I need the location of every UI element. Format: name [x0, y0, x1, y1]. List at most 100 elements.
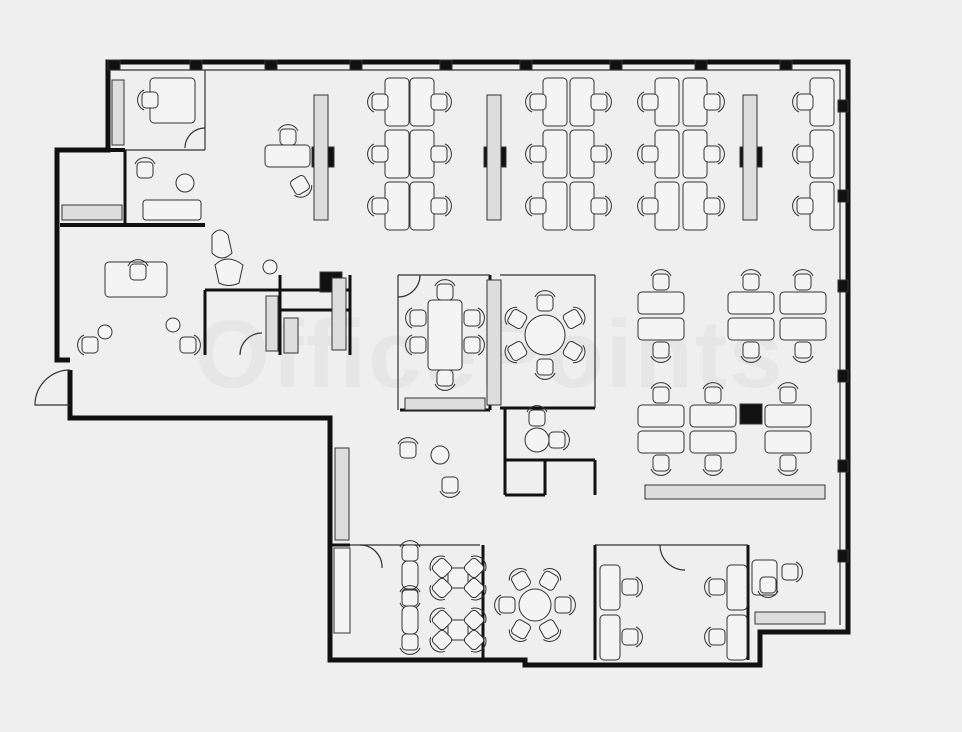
chair-icon: [637, 143, 659, 165]
chair-icon: [792, 91, 814, 113]
desk: [654, 129, 680, 179]
chair-icon: [429, 607, 453, 631]
desk: [542, 181, 568, 231]
chair-icon: [463, 629, 487, 653]
desk: [809, 77, 835, 127]
chair-icon: [792, 195, 814, 217]
sculpture: [214, 258, 244, 286]
table: [447, 567, 469, 589]
bar-table: [401, 560, 419, 590]
storage-cabinet: [486, 94, 502, 221]
side-table: [175, 173, 195, 193]
chair-icon: [77, 334, 99, 356]
chair-icon: [463, 307, 485, 329]
chair-icon: [792, 143, 814, 165]
door-icon: [359, 544, 383, 569]
desk: [727, 317, 775, 341]
pier: [439, 59, 453, 71]
chair-icon: [494, 594, 516, 616]
chair-icon: [429, 577, 453, 601]
desk: [599, 564, 621, 611]
chair-icon: [637, 195, 659, 217]
chair-icon: [367, 91, 389, 113]
storage-cabinet: [331, 277, 347, 351]
chair-icon: [650, 269, 672, 291]
chair-icon: [463, 577, 487, 601]
storage-cabinet: [404, 397, 486, 411]
desk: [384, 77, 410, 127]
pier: [837, 279, 849, 293]
chair-icon: [740, 341, 762, 363]
storage-cabinet: [644, 484, 826, 500]
pier: [837, 369, 849, 383]
furniture: [61, 59, 849, 661]
chair-icon: [702, 454, 724, 476]
storage-cabinet: [111, 79, 125, 146]
chair-icon: [590, 195, 612, 217]
chair-icon: [430, 195, 452, 217]
plant-icon: [262, 259, 278, 275]
desk: [727, 291, 775, 315]
sculpture: [211, 229, 233, 259]
desk: [809, 181, 835, 231]
chair-icon: [434, 279, 456, 301]
chair-icon: [650, 341, 672, 363]
chair-icon: [430, 91, 452, 113]
chair-icon: [526, 405, 548, 427]
storage-cabinet: [754, 611, 826, 625]
storage-cabinet: [61, 204, 123, 221]
chair-icon: [534, 290, 556, 312]
desk: [809, 129, 835, 179]
desk: [569, 77, 595, 127]
chair-icon: [399, 633, 421, 655]
chair-icon: [127, 259, 149, 281]
door-icon: [239, 332, 263, 356]
desk: [409, 129, 435, 179]
side-table: [165, 317, 181, 333]
chair-icon: [740, 269, 762, 291]
chair-icon: [367, 143, 389, 165]
column: [739, 403, 763, 425]
chair-icon: [703, 143, 725, 165]
chair-icon: [429, 629, 453, 653]
chair-icon: [703, 195, 725, 217]
pier: [837, 549, 849, 563]
sofa: [142, 199, 202, 221]
desk: [689, 404, 737, 428]
chair-icon: [562, 306, 586, 329]
desk: [637, 291, 685, 315]
chair-icon: [134, 157, 156, 179]
door-icon: [397, 274, 421, 298]
pier: [837, 459, 849, 473]
pier: [107, 59, 121, 71]
desk: [654, 77, 680, 127]
chair-icon: [277, 124, 299, 146]
desk: [384, 129, 410, 179]
chair-icon: [650, 454, 672, 476]
desk: [637, 430, 685, 454]
chair-icon: [703, 91, 725, 113]
desk: [569, 181, 595, 231]
pier: [349, 59, 363, 71]
desk: [689, 430, 737, 454]
pier: [189, 59, 203, 71]
desk: [409, 77, 435, 127]
pier: [609, 59, 623, 71]
chair-icon: [430, 143, 452, 165]
chair-icon: [397, 437, 419, 459]
chair-icon: [463, 607, 487, 631]
desk: [569, 129, 595, 179]
side-table: [430, 445, 450, 465]
chair-icon: [439, 476, 461, 498]
round-table: [518, 588, 552, 622]
door-icon: [659, 544, 686, 571]
chair-icon: [399, 585, 421, 607]
desk: [654, 181, 680, 231]
round-table: [524, 427, 550, 453]
pier: [694, 59, 708, 71]
chair-icon: [137, 89, 159, 111]
chair-icon: [704, 626, 726, 648]
chair-icon: [508, 568, 531, 591]
door-icon: [34, 369, 71, 406]
